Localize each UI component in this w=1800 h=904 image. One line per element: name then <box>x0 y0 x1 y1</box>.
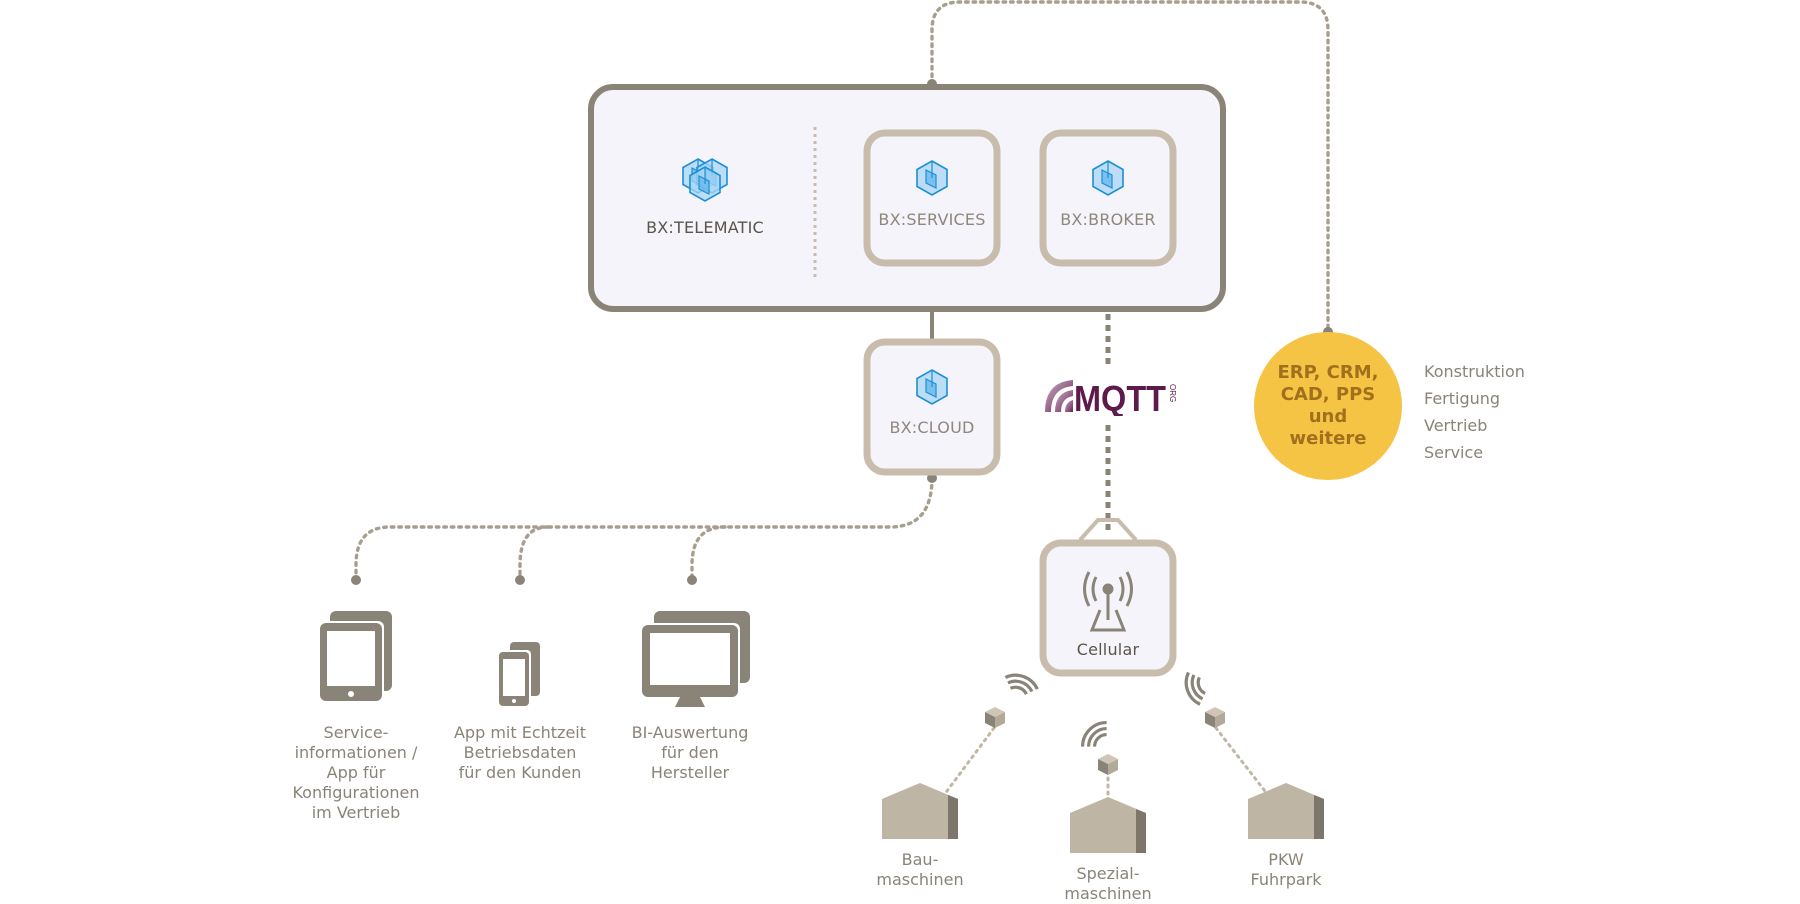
machine-label-fleet: PKW Fuhrpark <box>1250 850 1322 889</box>
cloud-module-box <box>863 338 1001 476</box>
cloud-label: BX:CLOUD <box>889 418 975 437</box>
machine-connection-lines <box>942 726 1270 797</box>
machine-box-icon <box>1248 783 1324 839</box>
services-hex-icon <box>916 160 948 196</box>
cellular-label: Cellular <box>1076 640 1140 659</box>
cube-icon <box>1098 754 1118 775</box>
mqtt-word: MQTT <box>1074 378 1166 416</box>
tablet-stack-icon <box>318 611 392 703</box>
cloud-branch-phone <box>518 525 550 580</box>
erp-circle <box>1254 332 1402 480</box>
machine-label-construction: Bau- maschinen <box>876 850 964 889</box>
services-module-box <box>863 129 1001 267</box>
erp-side-list: Konstruktion Fertigung Vertrieb Service <box>1424 358 1525 466</box>
mqtt-suffix: ORG <box>1168 384 1177 402</box>
cell-tower-icon <box>1083 571 1133 632</box>
monitor-stack-icon <box>640 611 750 707</box>
device-label-phone: App mit Echtzeit Betriebsdaten für den K… <box>453 723 586 782</box>
wifi-icon <box>998 666 1044 707</box>
wifi-icon <box>1072 712 1121 761</box>
device-label-tablet: Service- informationen / App für Konfigu… <box>292 723 420 822</box>
broker-hex-icon <box>1092 160 1124 196</box>
erp-list-item: Fertigung <box>1424 389 1501 408</box>
cube-icon <box>1205 707 1225 728</box>
broker-label: BX:BROKER <box>1060 210 1156 229</box>
services-label: BX:SERVICES <box>878 210 986 229</box>
phone-stack-icon <box>497 642 540 708</box>
connectors <box>354 0 1330 580</box>
cellular-antenna-mount <box>1078 518 1138 542</box>
erp-circle-label: ERP, CRM, CAD, PPS und weitere <box>1277 362 1379 449</box>
erp-list-item: Vertrieb <box>1424 416 1488 435</box>
erp-list-item: Konstruktion <box>1424 362 1525 381</box>
broker-module-box <box>1039 129 1177 267</box>
cube-icon <box>985 707 1005 728</box>
cloud-hex-icon <box>916 369 948 405</box>
cloud-branch-monitor <box>690 525 727 580</box>
device-label-monitor: BI-Auswertung für den Hersteller <box>631 723 749 782</box>
machine-box-icon <box>1070 797 1146 853</box>
services-erp-dotted-link <box>930 0 1330 332</box>
mqtt-logo: MQTT ORG <box>1045 378 1177 416</box>
wifi-icon <box>1177 665 1218 711</box>
machine-label-special: Spezial- maschinen <box>1064 864 1152 903</box>
telematic-label: BX:TELEMATIC <box>646 218 764 237</box>
erp-list-item: Service <box>1424 443 1484 462</box>
cloud-to-devices-dotted-link <box>354 476 934 580</box>
